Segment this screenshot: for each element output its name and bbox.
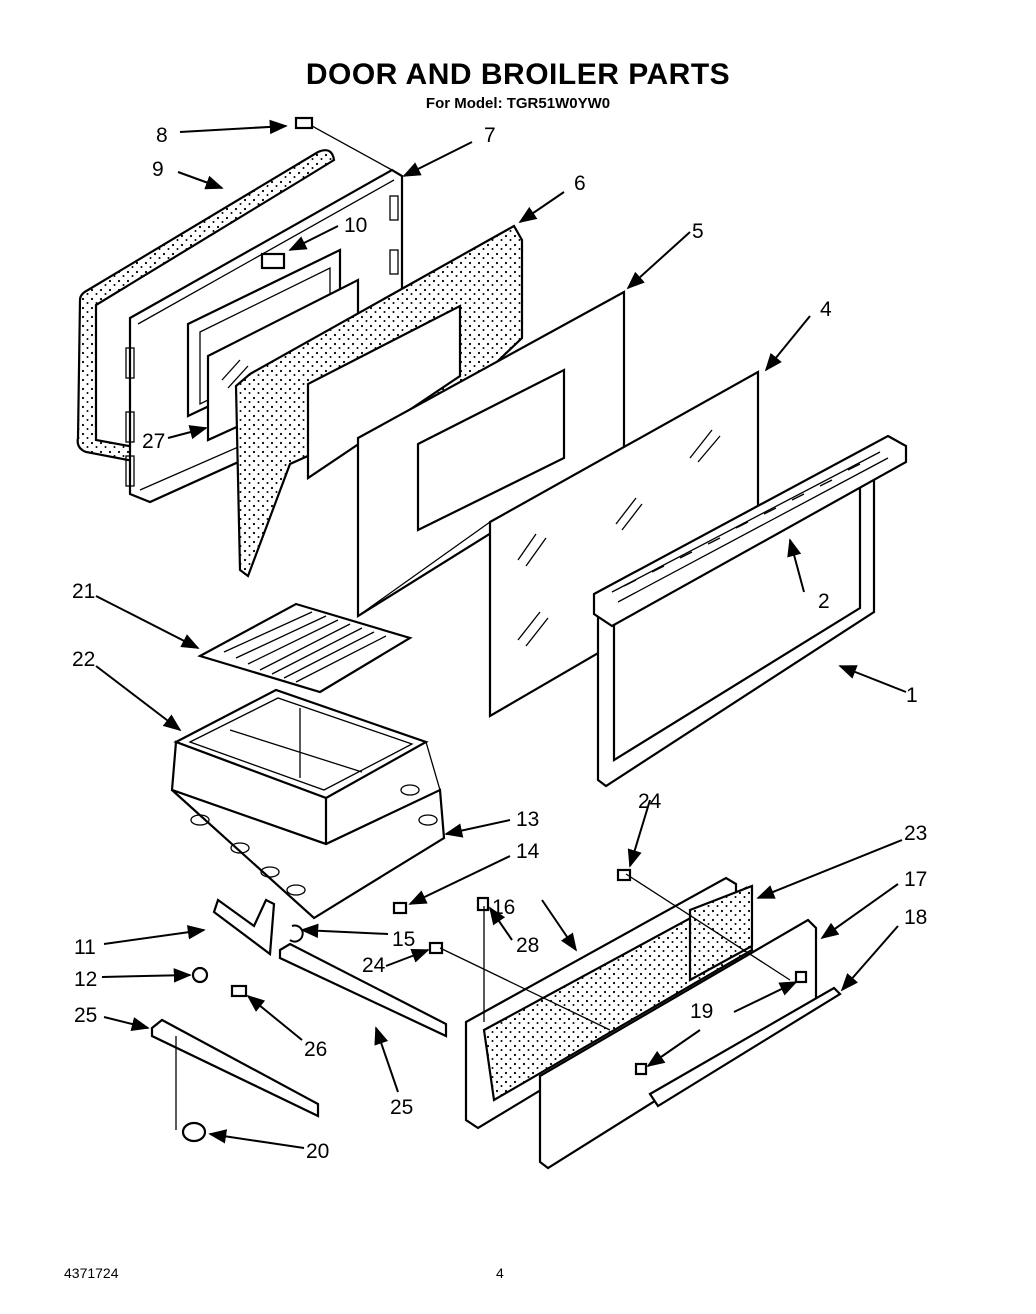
callout-6: 6 <box>574 172 586 195</box>
part-21-broiler-grid <box>197 602 413 694</box>
part-25-rail-lower <box>150 1018 320 1118</box>
part-10-clip <box>260 252 286 270</box>
callout-1: 1 <box>906 684 918 707</box>
part-20-leveling-foot <box>181 1121 207 1143</box>
model-subtitle: For Model: TGR51W0YW0 <box>425 95 611 112</box>
part-12-nut <box>191 966 209 984</box>
part-5-door-panel <box>356 290 626 618</box>
callout-22: 22 <box>72 648 95 671</box>
assembly-guides <box>175 125 791 1130</box>
callout-8: 8 <box>156 124 168 147</box>
part-9-door-gasket <box>76 149 336 470</box>
callout-17: 17 <box>904 868 927 891</box>
part-14-screw <box>392 901 408 915</box>
part-24-screws <box>428 868 632 955</box>
callout-14: 14 <box>516 840 540 863</box>
callout-2: 2 <box>818 590 830 613</box>
callout-15: 15 <box>392 928 415 951</box>
part-6-door-insulation <box>234 224 524 578</box>
part-18-drawer-handle <box>648 986 842 1108</box>
callout-7: 7 <box>484 124 496 147</box>
page-number: 4 <box>496 1265 504 1281</box>
callout-10: 10 <box>344 214 367 237</box>
callout-labels: 16 1 2 4 5 6 7 8 9 10 11 12 13 14 15 16 … <box>72 124 927 1163</box>
callout-25-left: 25 <box>74 1004 97 1027</box>
callout-19: 19 <box>690 1000 713 1023</box>
callout-23: 23 <box>904 822 927 845</box>
callout-12: 12 <box>74 968 97 991</box>
part-25-rail-upper <box>278 942 448 1038</box>
part-2-door-top-trim <box>592 434 908 628</box>
part-8-screw <box>294 116 314 130</box>
callout-24-top: 24 <box>638 790 662 813</box>
callout-24-bottom: 24 <box>362 954 386 977</box>
part-26-screw <box>230 984 248 998</box>
callout-28: 28 <box>516 934 539 957</box>
callout-18: 18 <box>904 906 927 929</box>
page-title: DOOR AND BROILER PARTS <box>305 58 731 91</box>
callout-5: 5 <box>692 220 704 243</box>
callout-11: 11 <box>74 936 96 959</box>
part-15-spring-clip <box>289 924 304 943</box>
callout-13: 13 <box>516 808 539 831</box>
callout-21: 21 <box>72 580 95 603</box>
callout-16: 16 <box>492 896 515 919</box>
callout-27: 27 <box>142 430 165 453</box>
part-23-drawer-insulation <box>688 884 754 982</box>
callout-9: 9 <box>152 158 164 181</box>
leader-arrows <box>95 119 907 1149</box>
callout-26: 26 <box>304 1038 327 1061</box>
part-28-screw <box>476 896 490 912</box>
part-13-broiler-pan <box>170 689 446 920</box>
document-number: 4371724 <box>64 1265 119 1281</box>
callout-4: 4 <box>820 298 832 321</box>
part-11-bracket <box>212 898 276 957</box>
part-19-screws <box>634 970 808 1076</box>
callout-20: 20 <box>306 1140 329 1163</box>
callout-25-bottom: 25 <box>390 1096 413 1119</box>
